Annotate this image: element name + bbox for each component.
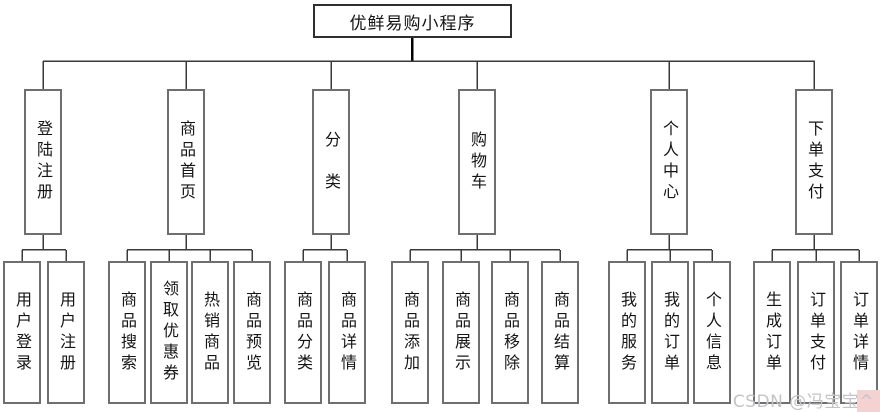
leaf-remove-product: 商品移除 bbox=[491, 261, 529, 404]
root-node: 优鲜易购小程序 bbox=[313, 4, 512, 38]
leaf-my-services: 我的服务 bbox=[608, 261, 646, 404]
leaf-add-product: 商品添加 bbox=[391, 261, 429, 404]
leaf-user-login: 用户登录 bbox=[3, 261, 41, 404]
leaf-hot-products: 热销商品 bbox=[191, 261, 229, 404]
leaf-product-preview: 商品预览 bbox=[233, 261, 271, 404]
branch-product-home: 商品首页 bbox=[167, 89, 205, 235]
branch-login-register: 登陆注册 bbox=[24, 89, 62, 235]
leaf-show-product: 商品展示 bbox=[442, 261, 480, 404]
leaf-my-orders: 我的订单 bbox=[651, 261, 689, 404]
watermark: CSDN @冯宝宝^ bbox=[732, 392, 874, 412]
branch-shopping-cart: 购物车 bbox=[458, 89, 496, 235]
leaf-order-detail: 订单详情 bbox=[840, 261, 878, 404]
leaf-product-category: 商品分类 bbox=[284, 261, 322, 404]
leaf-user-register: 用户注册 bbox=[47, 261, 85, 404]
branch-category: 分 类 bbox=[312, 89, 350, 235]
branch-order-payment: 下单支付 bbox=[795, 89, 833, 235]
leaf-personal-info: 个人信息 bbox=[693, 261, 731, 404]
leaf-get-coupon: 领取优惠券 bbox=[150, 261, 188, 404]
leaf-product-search: 商品搜索 bbox=[108, 261, 146, 404]
branch-personal-center: 个人中心 bbox=[650, 89, 688, 235]
leaf-pay-order: 订单支付 bbox=[797, 261, 835, 404]
watermark-highlight bbox=[857, 390, 880, 412]
leaf-create-order: 生成订单 bbox=[753, 261, 791, 404]
leaf-checkout: 商品结算 bbox=[541, 261, 579, 404]
leaf-product-detail: 商品详情 bbox=[328, 261, 366, 404]
